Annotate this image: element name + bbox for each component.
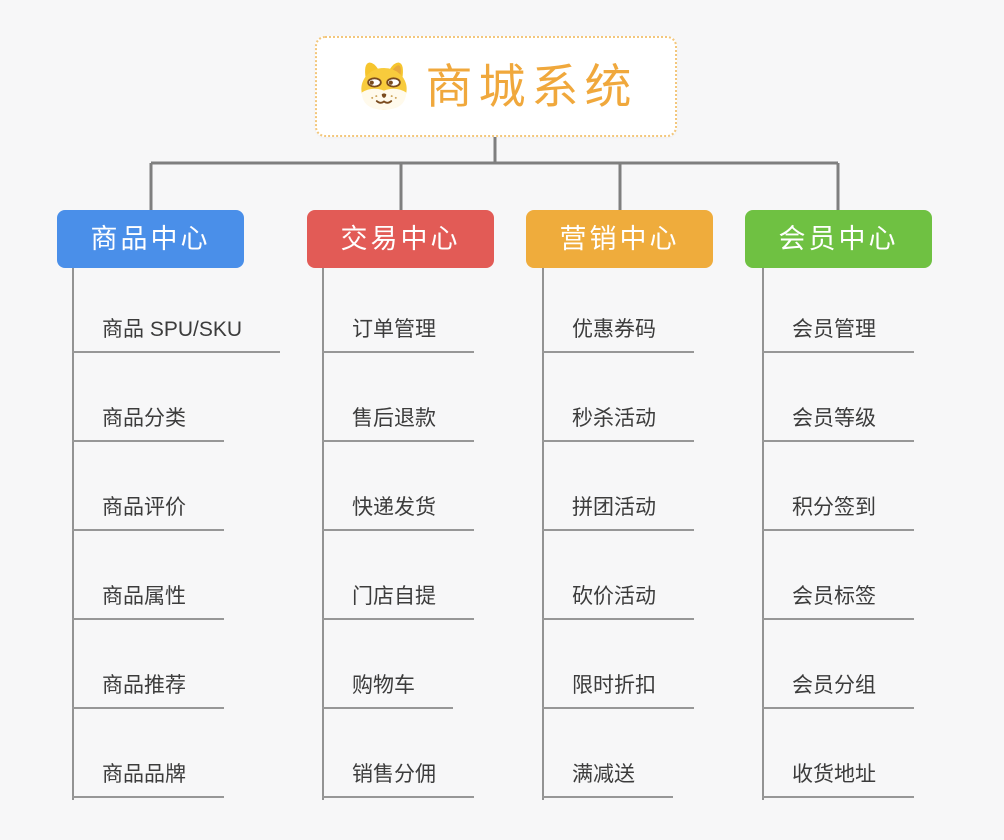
child-topic[interactable]: 快递发货	[322, 493, 474, 531]
child-topic[interactable]: 满减送	[542, 760, 673, 798]
child-topic[interactable]: 收货地址	[762, 760, 914, 798]
child-topic[interactable]: 会员等级	[762, 404, 914, 442]
branch-child-line	[72, 268, 74, 800]
child-topic[interactable]: 砍价活动	[542, 582, 694, 620]
child-topic[interactable]: 会员分组	[762, 671, 914, 709]
child-topic[interactable]: 商品推荐	[72, 671, 224, 709]
child-topic[interactable]: 优惠券码	[542, 315, 694, 353]
child-topic[interactable]: 门店自提	[322, 582, 474, 620]
child-topic[interactable]: 限时折扣	[542, 671, 694, 709]
child-topic[interactable]: 商品分类	[72, 404, 224, 442]
branch-child-line	[762, 268, 764, 800]
branch-node-trade-center[interactable]: 交易中心	[307, 210, 494, 268]
branch-label: 营销中心	[559, 223, 680, 254]
root-node[interactable]: 商城系统	[315, 36, 677, 137]
root-label: 商城系统	[425, 60, 638, 113]
child-topic[interactable]: 积分签到	[762, 493, 914, 531]
branch-node-member-center[interactable]: 会员中心	[745, 210, 932, 268]
child-topic[interactable]: 商品评价	[72, 493, 224, 531]
child-topic[interactable]: 秒杀活动	[542, 404, 694, 442]
child-topic[interactable]: 购物车	[322, 671, 453, 709]
branch-label: 商品中心	[90, 223, 211, 254]
branch-label: 会员中心	[778, 223, 899, 254]
child-topic[interactable]: 商品 SPU/SKU	[72, 315, 281, 353]
child-topic[interactable]: 售后退款	[322, 404, 474, 442]
child-topic[interactable]: 拼团活动	[542, 493, 694, 531]
branch-node-marketing-center[interactable]: 营销中心	[526, 210, 713, 268]
branch-node-product-center[interactable]: 商品中心	[57, 210, 244, 268]
child-topic[interactable]: 商品品牌	[72, 760, 224, 798]
child-topic[interactable]: 订单管理	[322, 315, 474, 353]
branch-label: 交易中心	[340, 223, 461, 254]
child-topic[interactable]: 商品属性	[72, 582, 224, 620]
child-topic[interactable]: 销售分佣	[322, 760, 474, 798]
child-topic[interactable]: 会员标签	[762, 582, 914, 620]
branch-child-line	[542, 268, 544, 800]
dog-face-icon	[355, 58, 413, 116]
child-topic[interactable]: 会员管理	[762, 315, 914, 353]
branch-child-line	[322, 268, 324, 800]
